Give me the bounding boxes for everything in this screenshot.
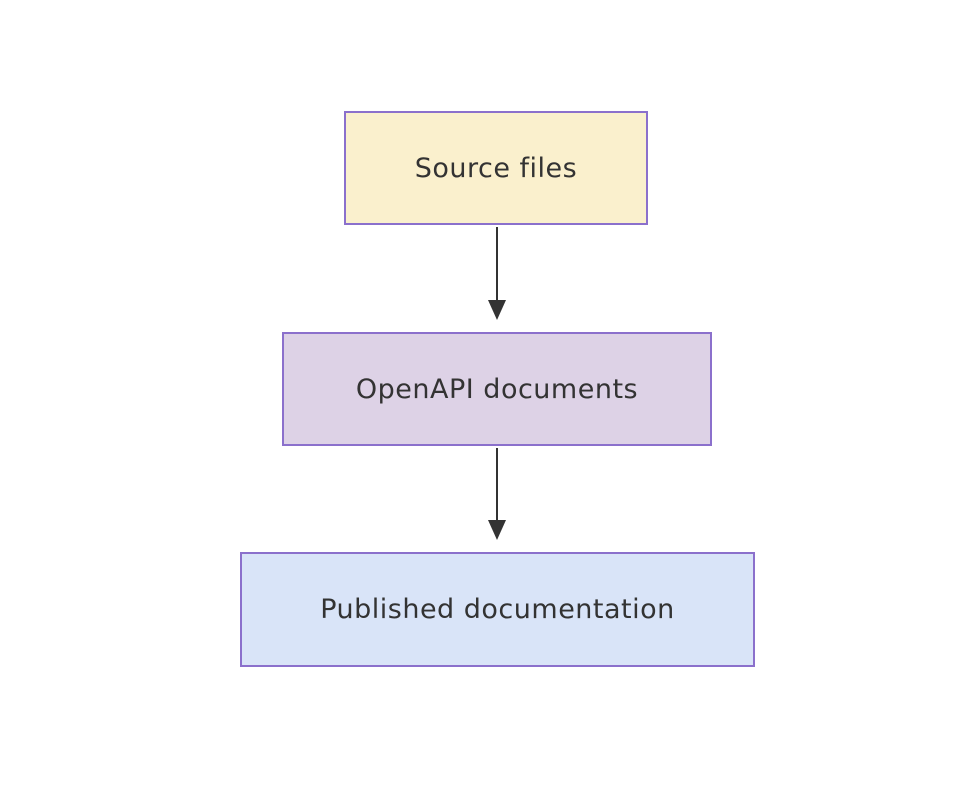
node-openapi-documents-label: OpenAPI documents: [355, 373, 639, 405]
node-source-files-label: Source files: [414, 152, 578, 184]
node-published-documentation: Published documentation: [240, 552, 755, 667]
node-source-files: Source files: [344, 111, 648, 225]
node-published-documentation-label: Published documentation: [320, 594, 675, 625]
node-openapi-documents: OpenAPI documents: [282, 332, 712, 446]
